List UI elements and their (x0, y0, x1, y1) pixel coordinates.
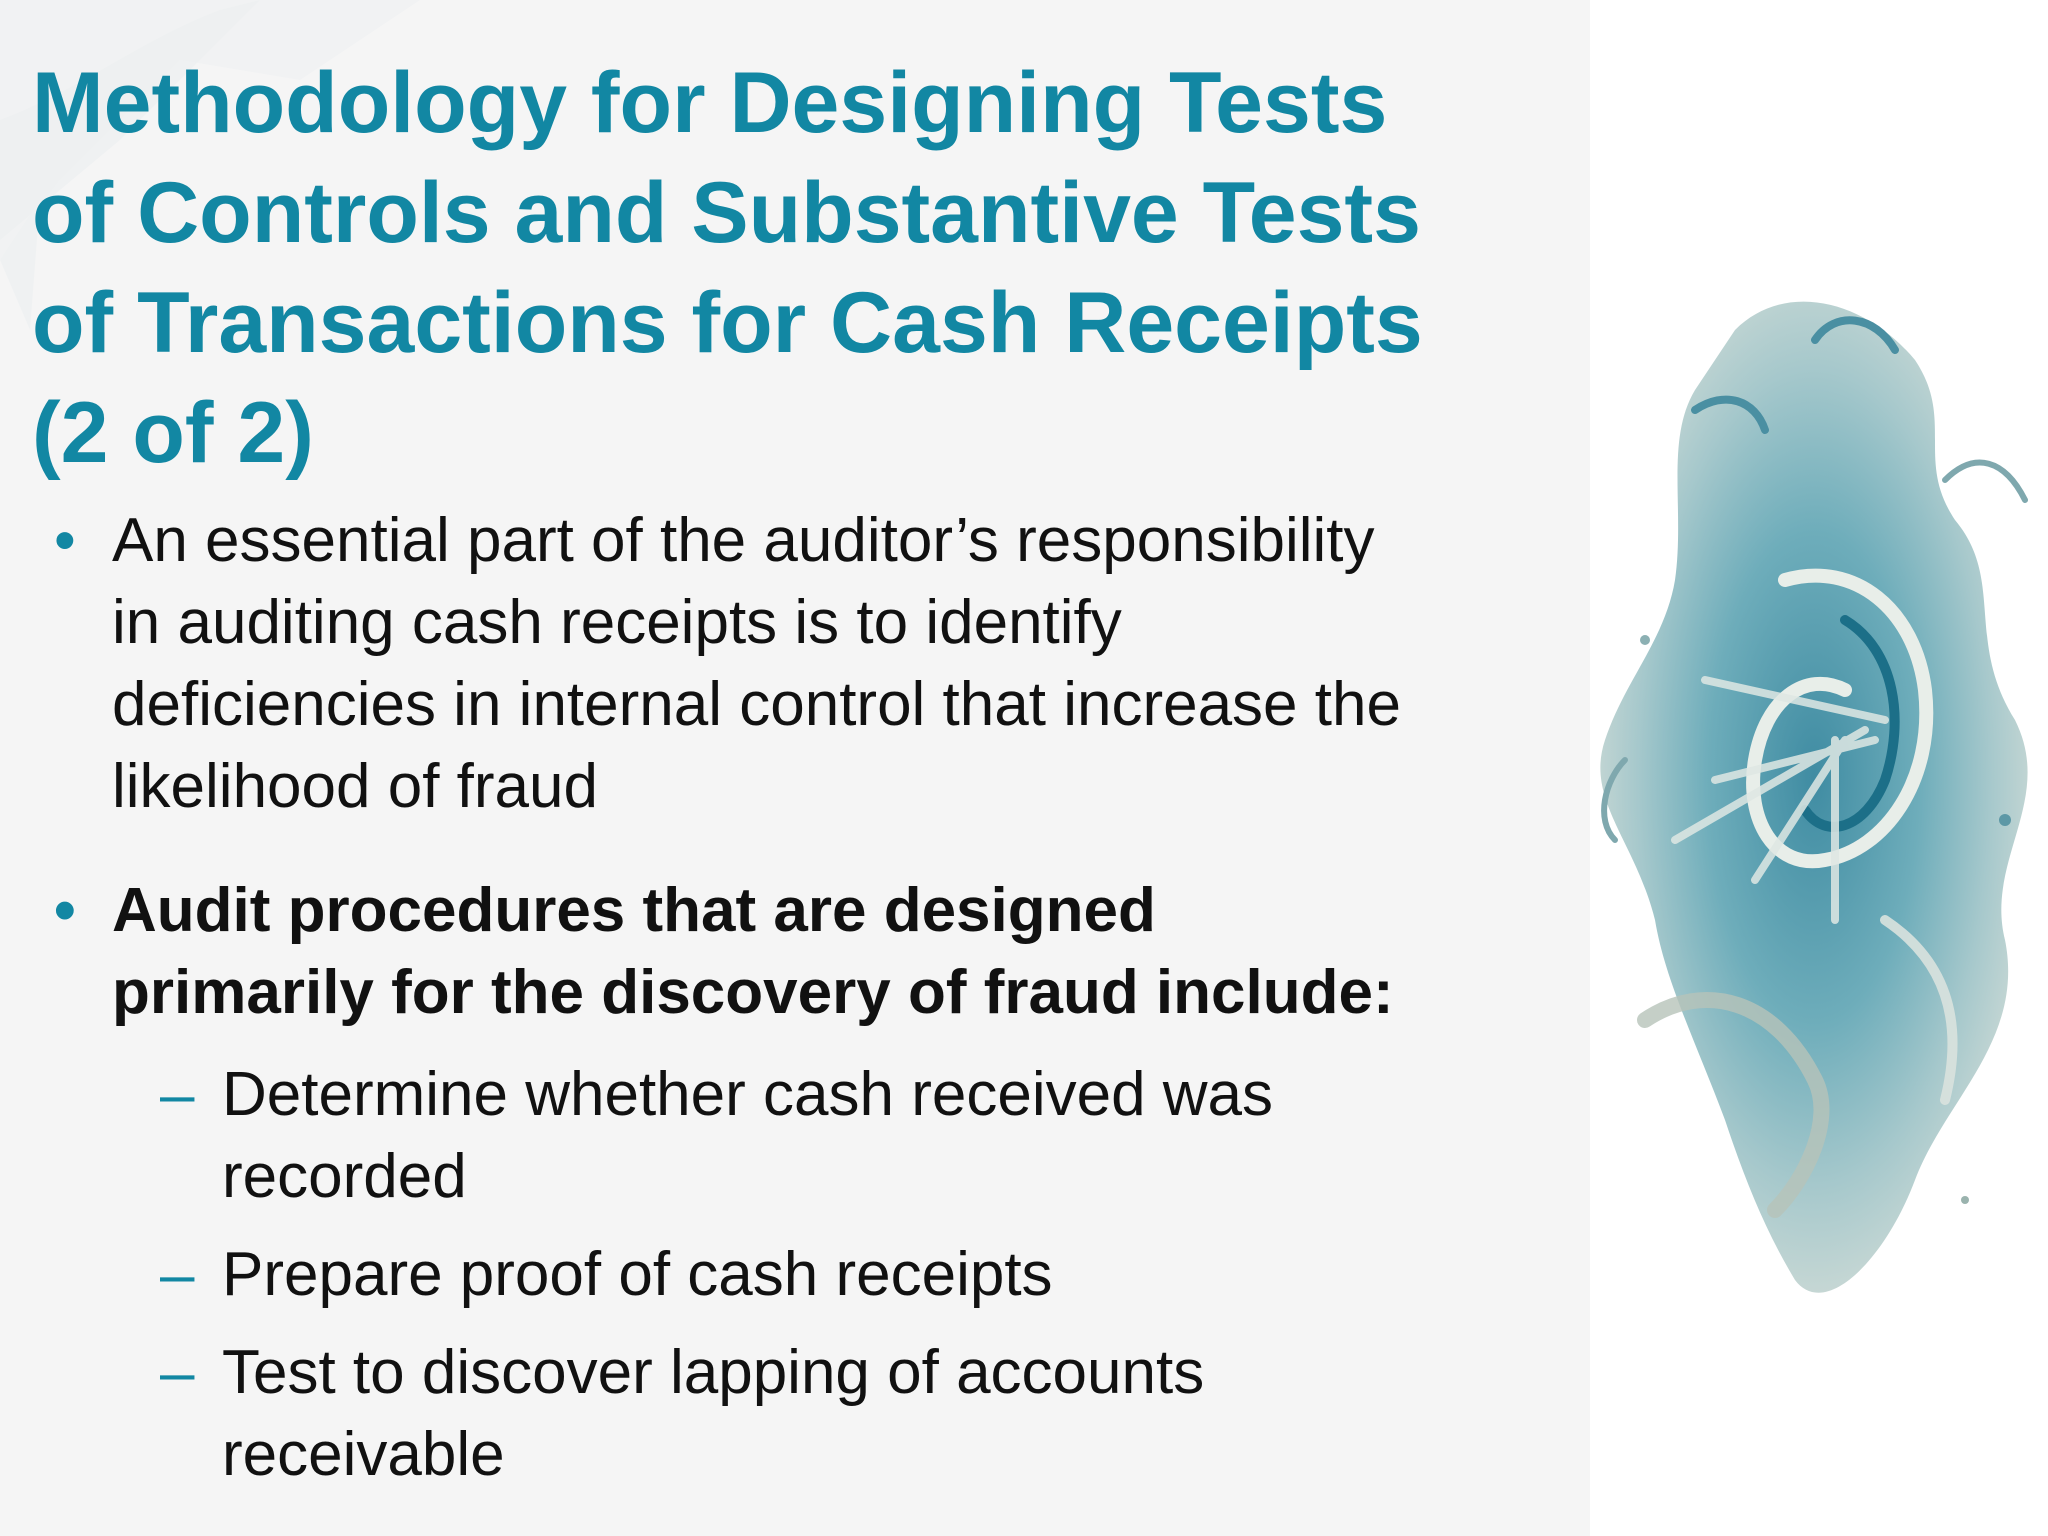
title-line: of Transactions for Cash Receipts (32, 275, 1423, 371)
sub-bullet-item: – Prepare proof of cash receipts (0, 1234, 1590, 1316)
bullet-text-line: primarily for the discovery of fraud inc… (112, 958, 1394, 1027)
sub-bullet-marker: – (160, 1240, 195, 1309)
sub-bullet-text-line: Prepare proof of cash receipts (222, 1240, 1053, 1309)
sub-bullet-text-line: recorded (222, 1142, 467, 1211)
sub-bullet-text-line: Determine whether cash received was (222, 1060, 1274, 1129)
bullet-text-line: likelihood of fraud (112, 752, 598, 821)
sub-bullet-marker: – (160, 1338, 195, 1407)
bullet-text-line: An essential part of the auditor’s respo… (112, 506, 1375, 575)
sub-bullet-text-line: Test to discover lapping of accounts (222, 1338, 1205, 1407)
title-line: of Controls and Substantive Tests (32, 165, 1421, 261)
sub-bullet-item: – Test to discover lapping of accounts r… (0, 1332, 1590, 1496)
title-line: (2 of 2) (32, 385, 314, 481)
title-line: Methodology for Designing Tests (32, 55, 1388, 151)
sub-bullet-text-line: receivable (222, 1420, 505, 1489)
bullet-text-line: deficiencies in internal control that in… (112, 670, 1401, 739)
watermark-texture (0, 0, 420, 330)
bullet-item: • Audit procedures that are designed pri… (0, 870, 1590, 1034)
bullet-list: • An essential part of the auditor’s res… (0, 500, 1590, 1496)
bullet-marker: • (54, 506, 76, 575)
bullet-item: • An essential part of the auditor’s res… (0, 500, 1590, 828)
bullet-text-line: in auditing cash receipts is to identify (112, 588, 1122, 657)
slide-title: Methodology for Designing Tests of Contr… (32, 48, 1572, 488)
bullet-marker: • (54, 876, 76, 945)
sub-bullet-item: – Determine whether cash received was re… (0, 1054, 1590, 1218)
shell-painting-decoration (1600, 301, 2028, 1293)
bullet-text-line: Audit procedures that are designed (112, 876, 1156, 945)
content-panel: Methodology for Designing Tests of Contr… (0, 0, 1590, 1496)
sub-bullet-marker: – (160, 1060, 195, 1129)
